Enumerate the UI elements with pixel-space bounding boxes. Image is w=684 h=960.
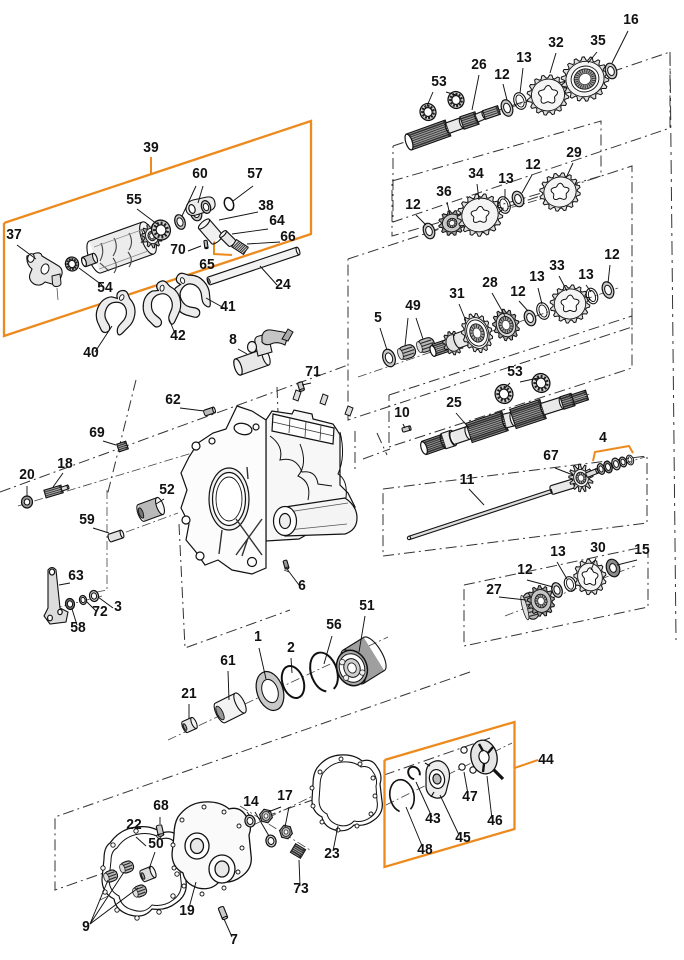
svg-text:60: 60 — [192, 166, 207, 182]
svg-text:49: 49 — [405, 298, 420, 314]
svg-text:14: 14 — [243, 794, 258, 810]
svg-text:52: 52 — [159, 482, 174, 498]
svg-text:6: 6 — [298, 578, 306, 594]
svg-text:17: 17 — [277, 788, 292, 804]
svg-text:3: 3 — [114, 599, 122, 615]
svg-text:71: 71 — [305, 364, 320, 380]
svg-text:53: 53 — [507, 364, 522, 380]
svg-text:15: 15 — [634, 542, 649, 558]
svg-text:63: 63 — [68, 568, 83, 584]
svg-text:73: 73 — [293, 881, 308, 897]
svg-text:62: 62 — [165, 392, 180, 408]
svg-text:22: 22 — [126, 817, 141, 833]
svg-text:55: 55 — [126, 192, 141, 208]
svg-text:36: 36 — [436, 184, 451, 200]
svg-text:13: 13 — [578, 267, 593, 283]
svg-text:12: 12 — [494, 67, 509, 83]
svg-text:13: 13 — [550, 544, 565, 560]
svg-text:23: 23 — [324, 846, 339, 862]
svg-text:67: 67 — [543, 448, 558, 464]
svg-text:43: 43 — [425, 811, 440, 827]
svg-text:38: 38 — [258, 198, 273, 214]
svg-text:33: 33 — [549, 258, 564, 274]
svg-text:30: 30 — [590, 540, 605, 556]
svg-text:70: 70 — [170, 242, 185, 258]
svg-text:20: 20 — [19, 467, 34, 483]
svg-text:40: 40 — [83, 345, 98, 361]
svg-text:9: 9 — [82, 919, 90, 935]
svg-text:5: 5 — [374, 310, 382, 326]
svg-text:41: 41 — [220, 299, 235, 315]
svg-text:39: 39 — [143, 140, 158, 156]
svg-text:29: 29 — [566, 145, 581, 161]
svg-text:54: 54 — [97, 280, 112, 296]
svg-text:46: 46 — [487, 813, 502, 829]
svg-text:72: 72 — [92, 604, 107, 620]
svg-text:34: 34 — [468, 166, 483, 182]
svg-text:12: 12 — [405, 197, 420, 213]
svg-text:31: 31 — [449, 286, 464, 302]
svg-text:51: 51 — [359, 598, 374, 614]
svg-text:12: 12 — [510, 284, 525, 300]
svg-text:50: 50 — [148, 836, 163, 852]
svg-text:2: 2 — [287, 640, 295, 656]
svg-text:27: 27 — [486, 582, 501, 598]
svg-text:24: 24 — [275, 277, 290, 293]
svg-text:12: 12 — [604, 247, 619, 263]
svg-text:7: 7 — [230, 932, 238, 948]
svg-text:37: 37 — [6, 227, 21, 243]
svg-text:26: 26 — [471, 57, 486, 73]
svg-text:19: 19 — [179, 903, 194, 919]
svg-text:18: 18 — [57, 456, 72, 472]
svg-text:4: 4 — [599, 430, 607, 446]
svg-text:12: 12 — [525, 157, 540, 173]
svg-text:56: 56 — [326, 617, 341, 633]
svg-text:57: 57 — [247, 166, 262, 182]
svg-text:44: 44 — [538, 752, 553, 768]
svg-text:13: 13 — [529, 269, 544, 285]
svg-text:11: 11 — [460, 472, 475, 488]
svg-text:64: 64 — [269, 213, 284, 229]
svg-text:16: 16 — [623, 12, 638, 28]
svg-text:45: 45 — [455, 830, 470, 846]
svg-text:21: 21 — [181, 686, 196, 702]
svg-text:68: 68 — [153, 798, 168, 814]
svg-text:59: 59 — [79, 512, 94, 528]
svg-text:35: 35 — [590, 33, 605, 49]
svg-text:1: 1 — [254, 629, 262, 645]
svg-text:28: 28 — [482, 275, 497, 291]
svg-text:13: 13 — [516, 50, 531, 66]
svg-text:66: 66 — [280, 229, 295, 245]
svg-text:10: 10 — [394, 405, 409, 421]
svg-text:25: 25 — [446, 395, 461, 411]
svg-text:8: 8 — [229, 332, 237, 348]
svg-text:32: 32 — [548, 35, 563, 51]
svg-text:12: 12 — [517, 562, 532, 578]
svg-text:65: 65 — [199, 257, 214, 273]
svg-text:13: 13 — [498, 171, 513, 187]
svg-text:58: 58 — [70, 620, 85, 636]
svg-text:61: 61 — [220, 653, 235, 669]
svg-text:47: 47 — [462, 789, 477, 805]
svg-text:53: 53 — [431, 74, 446, 90]
svg-text:42: 42 — [170, 328, 185, 344]
svg-text:48: 48 — [417, 842, 432, 858]
svg-text:69: 69 — [89, 425, 104, 441]
